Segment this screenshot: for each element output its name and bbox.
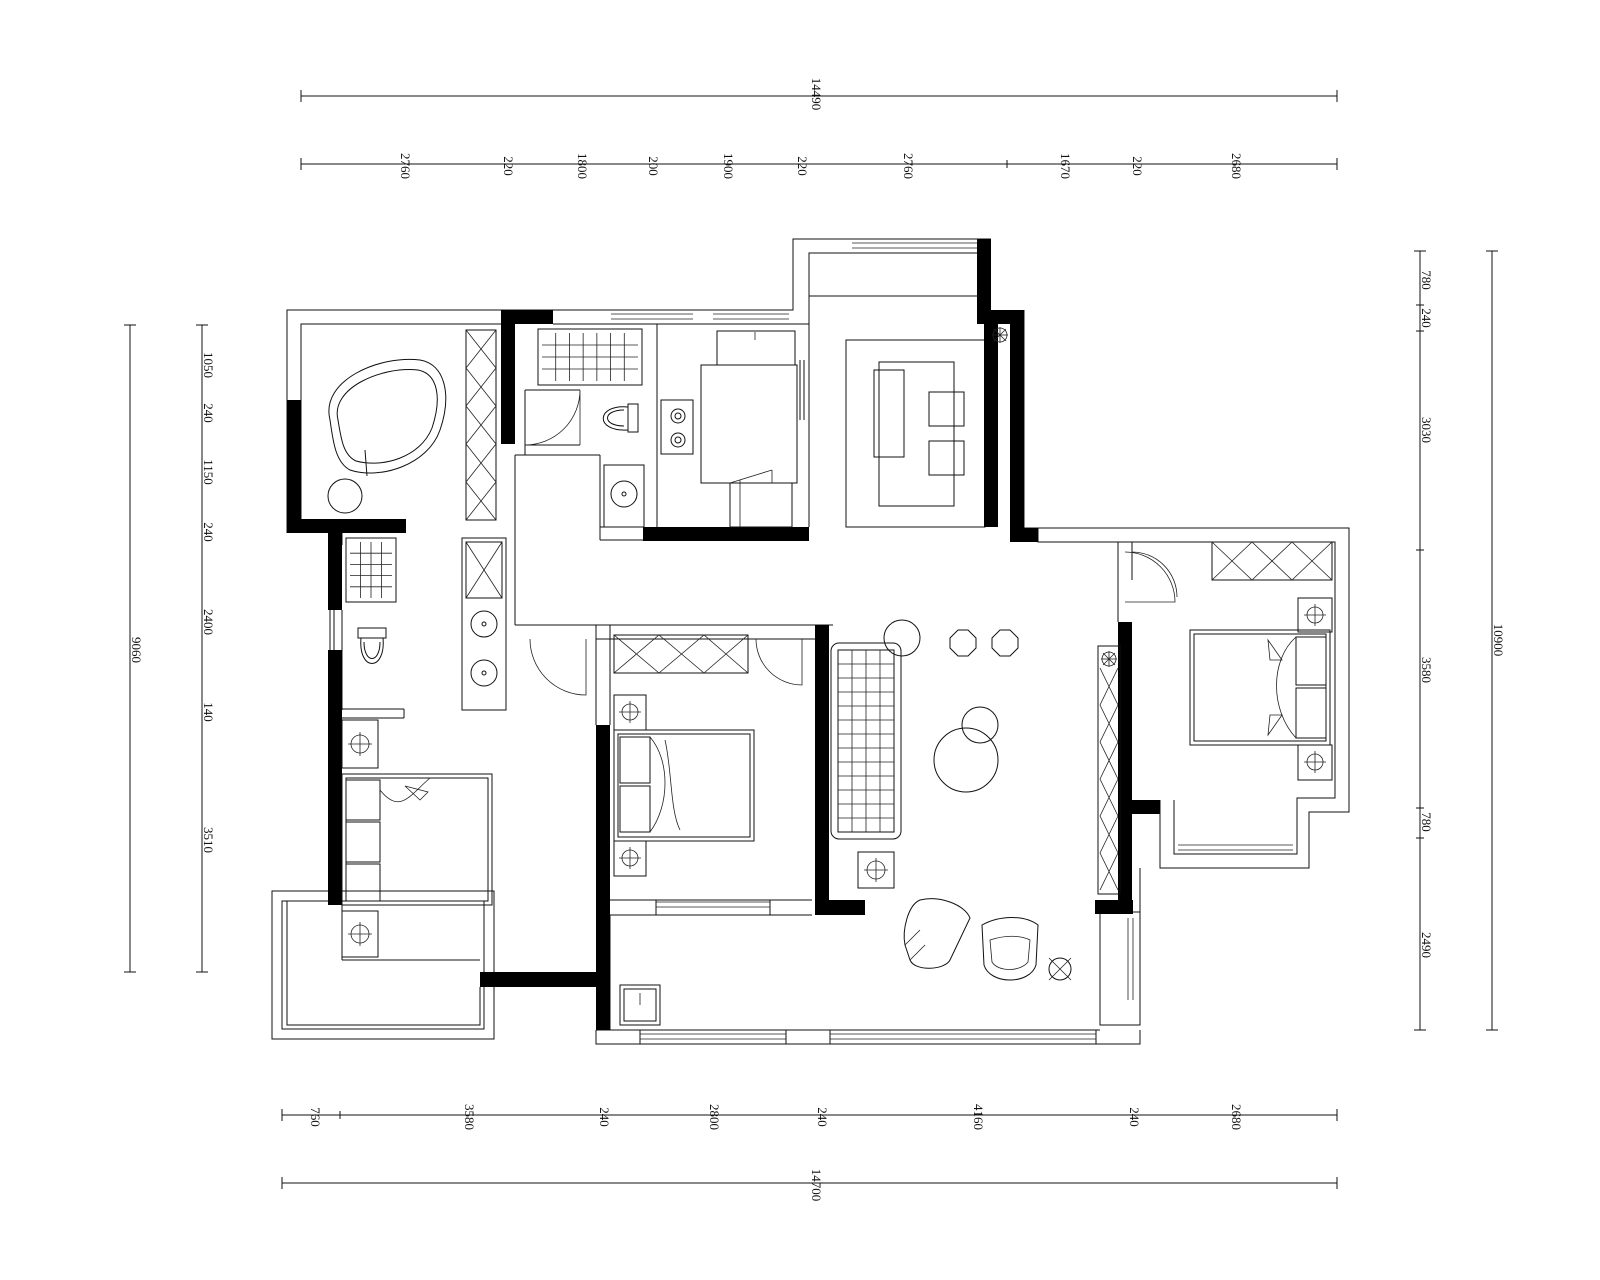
nightstand-b2-bottom <box>613 840 647 877</box>
doors <box>524 389 1178 696</box>
utility-sink <box>619 984 661 1026</box>
tv-cabinet-cross <box>1099 778 1119 817</box>
dim-top-seg-8: 1670 <box>1058 153 1073 179</box>
tv-cabinet-cross <box>1099 852 1119 891</box>
bathtub <box>327 358 447 514</box>
dimension-top-segments: 2760 220 1800 200 1900 220 2760 1670 220… <box>300 153 1338 179</box>
bed-bedroom2 <box>613 729 755 842</box>
small-lamp-living <box>1048 957 1072 981</box>
stools <box>949 629 1019 657</box>
dim-right-seg-3: 3030 <box>1419 417 1434 443</box>
dim-top-seg-4: 200 <box>646 156 661 176</box>
dim-top-seg-1: 2760 <box>398 153 413 179</box>
dim-bottom-seg-2: 3580 <box>462 1104 477 1130</box>
dim-bottom-seg-7: 240 <box>1127 1107 1142 1127</box>
toilet-top <box>602 403 639 433</box>
door-bedroom3 <box>1124 551 1176 603</box>
armchair <box>981 917 1039 981</box>
dim-left-seg-7: 3510 <box>201 827 216 853</box>
tv-cabinet-cross <box>1099 815 1119 854</box>
dim-left-seg-2: 240 <box>201 403 216 423</box>
dim-bottom-seg-5: 240 <box>815 1107 830 1127</box>
tv-cabinet <box>1097 645 1121 895</box>
dim-left-seg-3: 1150 <box>201 459 216 485</box>
dimension-left-segments: 1050 240 1150 240 2400 140 3510 <box>196 324 216 973</box>
dimension-right-total: 10900 <box>1486 250 1506 1031</box>
door-bedroom2-right <box>755 638 803 686</box>
nightstand-b1-bottom <box>341 910 379 958</box>
kitchen <box>660 330 798 528</box>
nightstand-b1-top <box>341 719 379 769</box>
tv-cabinet-cross <box>1099 741 1119 780</box>
dim-left-total-label: 9060 <box>129 637 144 663</box>
bed-bedroom3 <box>1189 629 1331 746</box>
dim-bottom-total-label: 14700 <box>809 1169 824 1202</box>
shower-tray-top <box>537 328 643 386</box>
sink-bath2 <box>603 464 645 528</box>
dim-bottom-seg-3: 240 <box>597 1107 612 1127</box>
dimension-right-segments: 780 240 3030 3580 780 2490 <box>1414 250 1434 1031</box>
dim-right-total-label: 10900 <box>1491 624 1506 657</box>
wardrobe-bedroom2 <box>613 634 749 674</box>
dim-top-seg-10: 2680 <box>1229 153 1244 179</box>
dim-left-seg-5: 2400 <box>201 609 216 635</box>
dim-top-seg-6: 220 <box>795 156 810 176</box>
shower-tray-left <box>345 537 397 603</box>
dim-top-seg-3: 1800 <box>575 153 590 179</box>
sofa <box>830 642 902 840</box>
dim-right-seg-1: 780 <box>1419 270 1434 290</box>
nightstand-b2-top <box>613 694 647 731</box>
bed-bedroom1 <box>341 773 493 906</box>
nightstand-b3-bottom <box>1297 744 1333 781</box>
dim-left-seg-1: 1050 <box>201 352 216 378</box>
dim-top-seg-5: 1900 <box>721 153 736 179</box>
dim-right-seg-6: 2490 <box>1419 932 1434 958</box>
dim-right-seg-2: 240 <box>1419 308 1434 328</box>
toilet-left <box>357 627 387 664</box>
side-table <box>883 619 921 657</box>
dim-left-seg-6: 140 <box>201 702 216 722</box>
coffee-tables <box>933 706 999 793</box>
dim-bottom-seg-6: 4160 <box>971 1104 986 1130</box>
cabinet-bath-left <box>465 329 497 521</box>
dining-table <box>873 361 965 507</box>
lounge-chair <box>903 898 971 969</box>
dim-top-seg-9: 220 <box>1130 156 1145 176</box>
nightstand-b3-top <box>1297 597 1333 633</box>
cabinet-corridor <box>461 537 507 711</box>
solid-walls <box>287 239 1160 1030</box>
dimension-bottom-segments: 760 3580 240 2800 240 4160 240 2680 <box>281 1104 1338 1130</box>
floor-lamp <box>857 851 895 889</box>
tv-cabinet-cross <box>1099 667 1119 706</box>
dim-bottom-seg-1: 760 <box>308 1107 323 1127</box>
tv-cabinet-cross <box>1099 704 1119 743</box>
dim-left-seg-4: 240 <box>201 522 216 542</box>
dim-bottom-seg-8: 2680 <box>1229 1104 1244 1130</box>
plant-living <box>1101 651 1117 667</box>
dim-top-seg-7: 2760 <box>901 153 916 179</box>
door-bedroom2-left <box>529 638 587 696</box>
door-bedroom3-arc <box>1131 551 1178 598</box>
dim-bottom-seg-4: 2800 <box>707 1104 722 1130</box>
dimension-left-total: 9060 <box>124 324 144 973</box>
dim-right-seg-4: 3580 <box>1419 657 1434 683</box>
dim-top-seg-2: 220 <box>501 156 516 176</box>
dim-right-seg-5: 780 <box>1419 812 1434 832</box>
dimension-top-total: 14490 <box>300 78 1338 111</box>
dimension-bottom-total: 14700 <box>281 1169 1338 1202</box>
door-bath2 <box>524 389 581 446</box>
wall-outlines <box>271 238 1350 1045</box>
dim-top-total-label: 14490 <box>809 78 824 111</box>
plant-corner <box>992 327 1008 343</box>
wardrobe-bedroom3 <box>1211 541 1333 581</box>
